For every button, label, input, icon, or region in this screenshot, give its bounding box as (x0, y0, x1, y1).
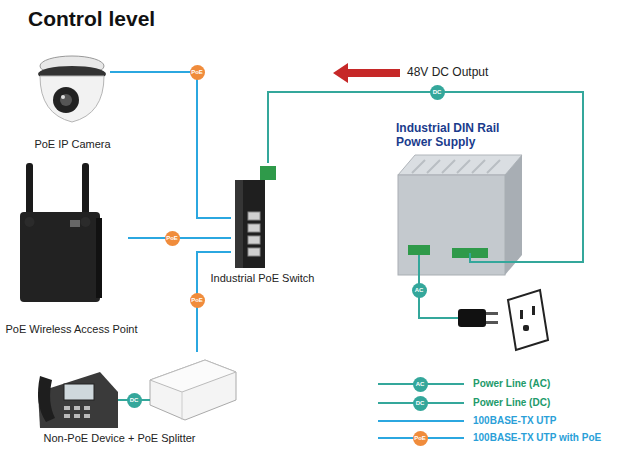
power-supply: Industrial DIN Rail Power Supply (396, 155, 522, 276)
phone-illustration (84, 414, 90, 418)
switch-illustration (260, 166, 276, 180)
camera-illustration (38, 56, 106, 122)
access-point-illustration (70, 220, 80, 227)
node-caption: Industrial PoE Switch (211, 272, 315, 285)
legend-marker: DC (413, 396, 428, 411)
dc-output-wire (470, 253, 522, 262)
camera-illustration (40, 76, 104, 122)
diagram-title: Control level (28, 7, 155, 31)
legend-line (378, 437, 464, 439)
plug-illustration (458, 309, 498, 327)
node-label: Industrial DIN Rail Power Supply (396, 121, 536, 149)
node-caption: PoE IP Camera (34, 138, 110, 151)
phone-illustration (74, 414, 80, 418)
phone-splitter-device: Non-PoE Device + PoE Splitter (33, 352, 238, 428)
legend-sample (378, 414, 464, 428)
node-caption: Non-PoE Device + PoE Splitter (44, 432, 196, 445)
cable-line (268, 92, 583, 262)
switch-illustration (235, 180, 265, 268)
line-marker: DC (127, 393, 142, 408)
camera-device: PoE IP Camera (35, 55, 110, 133)
legend-line (378, 383, 464, 385)
line-marker: PoE (165, 231, 180, 246)
node-label: PoE IP Camera (34, 138, 110, 151)
access-point-illustration (20, 212, 100, 302)
output-note: 48V DC Output (406, 65, 489, 79)
output-arrow (333, 63, 400, 83)
power-supply-illustration (412, 160, 500, 173)
access-point-illustration (96, 218, 102, 298)
phone-illustration (64, 384, 94, 400)
legend-label: 100BASE-TX UTP with PoE (473, 431, 601, 445)
splitter-illustration (150, 360, 236, 420)
line-marker: AC (412, 283, 427, 298)
phone-illustration (84, 406, 90, 410)
plug-illustration (486, 321, 498, 324)
plug-illustration (486, 312, 498, 315)
line-marker: DC (430, 85, 445, 100)
phone-illustration (38, 372, 118, 428)
outlet-illustration (520, 310, 523, 319)
phone-illustration (64, 406, 70, 410)
outlet-illustration (508, 290, 548, 350)
switch-illustration (248, 248, 260, 256)
node-label: PoE Wireless Access Point (5, 323, 137, 336)
camera-illustration (53, 87, 79, 113)
switch-illustration (248, 236, 260, 244)
phone-illustration (64, 414, 70, 418)
switch-illustration (248, 224, 260, 232)
legend-label: Power Line (DC) (473, 396, 550, 410)
legend-line (378, 420, 464, 422)
access-point-illustration (81, 217, 91, 227)
outlet-illustration (532, 306, 535, 315)
splitter-illustration (182, 392, 183, 420)
line-marker: PoE (190, 293, 205, 308)
line-marker: PoE (190, 65, 205, 80)
cable-line (110, 72, 231, 218)
legend-label: 100BASE-TX UTP (473, 414, 556, 428)
splitter-illustration (150, 360, 236, 392)
switch-illustration (235, 180, 243, 268)
poe-switch: Industrial PoE Switch (231, 163, 268, 268)
access-point-device: PoE Wireless Access Point (15, 160, 128, 318)
splitter-illustration (150, 360, 236, 420)
switch-illustration (235, 166, 276, 268)
phone-illustration (38, 372, 118, 428)
node-caption: PoE Wireless Access Point (5, 323, 137, 336)
plug-illustration (458, 309, 486, 327)
node-caption: Industrial DIN Rail Power Supply (396, 121, 536, 149)
legend-marker: AC (413, 377, 428, 392)
node-label: Non-PoE Device + PoE Splitter (44, 432, 196, 445)
legend-label: Power Line (AC) (473, 377, 550, 391)
power-supply-illustration (398, 155, 522, 275)
outlet-illustration (508, 290, 548, 350)
dc-output-wire (470, 253, 522, 262)
camera-illustration (60, 94, 72, 106)
power-supply-illustration (408, 245, 430, 255)
access-point-illustration (25, 217, 35, 227)
power-supply-illustration (398, 155, 522, 175)
camera-illustration (61, 95, 65, 99)
node-label: Industrial PoE Switch (211, 272, 315, 285)
legend-line (378, 402, 464, 404)
switch-illustration (248, 212, 260, 220)
power-supply-illustration (398, 175, 505, 275)
cable-line (128, 237, 231, 239)
access-point-illustration (20, 163, 102, 302)
outlet-illustration (523, 325, 529, 331)
phone-illustration (74, 406, 80, 410)
power-supply-illustration (505, 155, 522, 275)
phone-illustration (38, 376, 55, 422)
legend-marker: PoE (413, 431, 428, 446)
output-arrow (333, 63, 400, 83)
